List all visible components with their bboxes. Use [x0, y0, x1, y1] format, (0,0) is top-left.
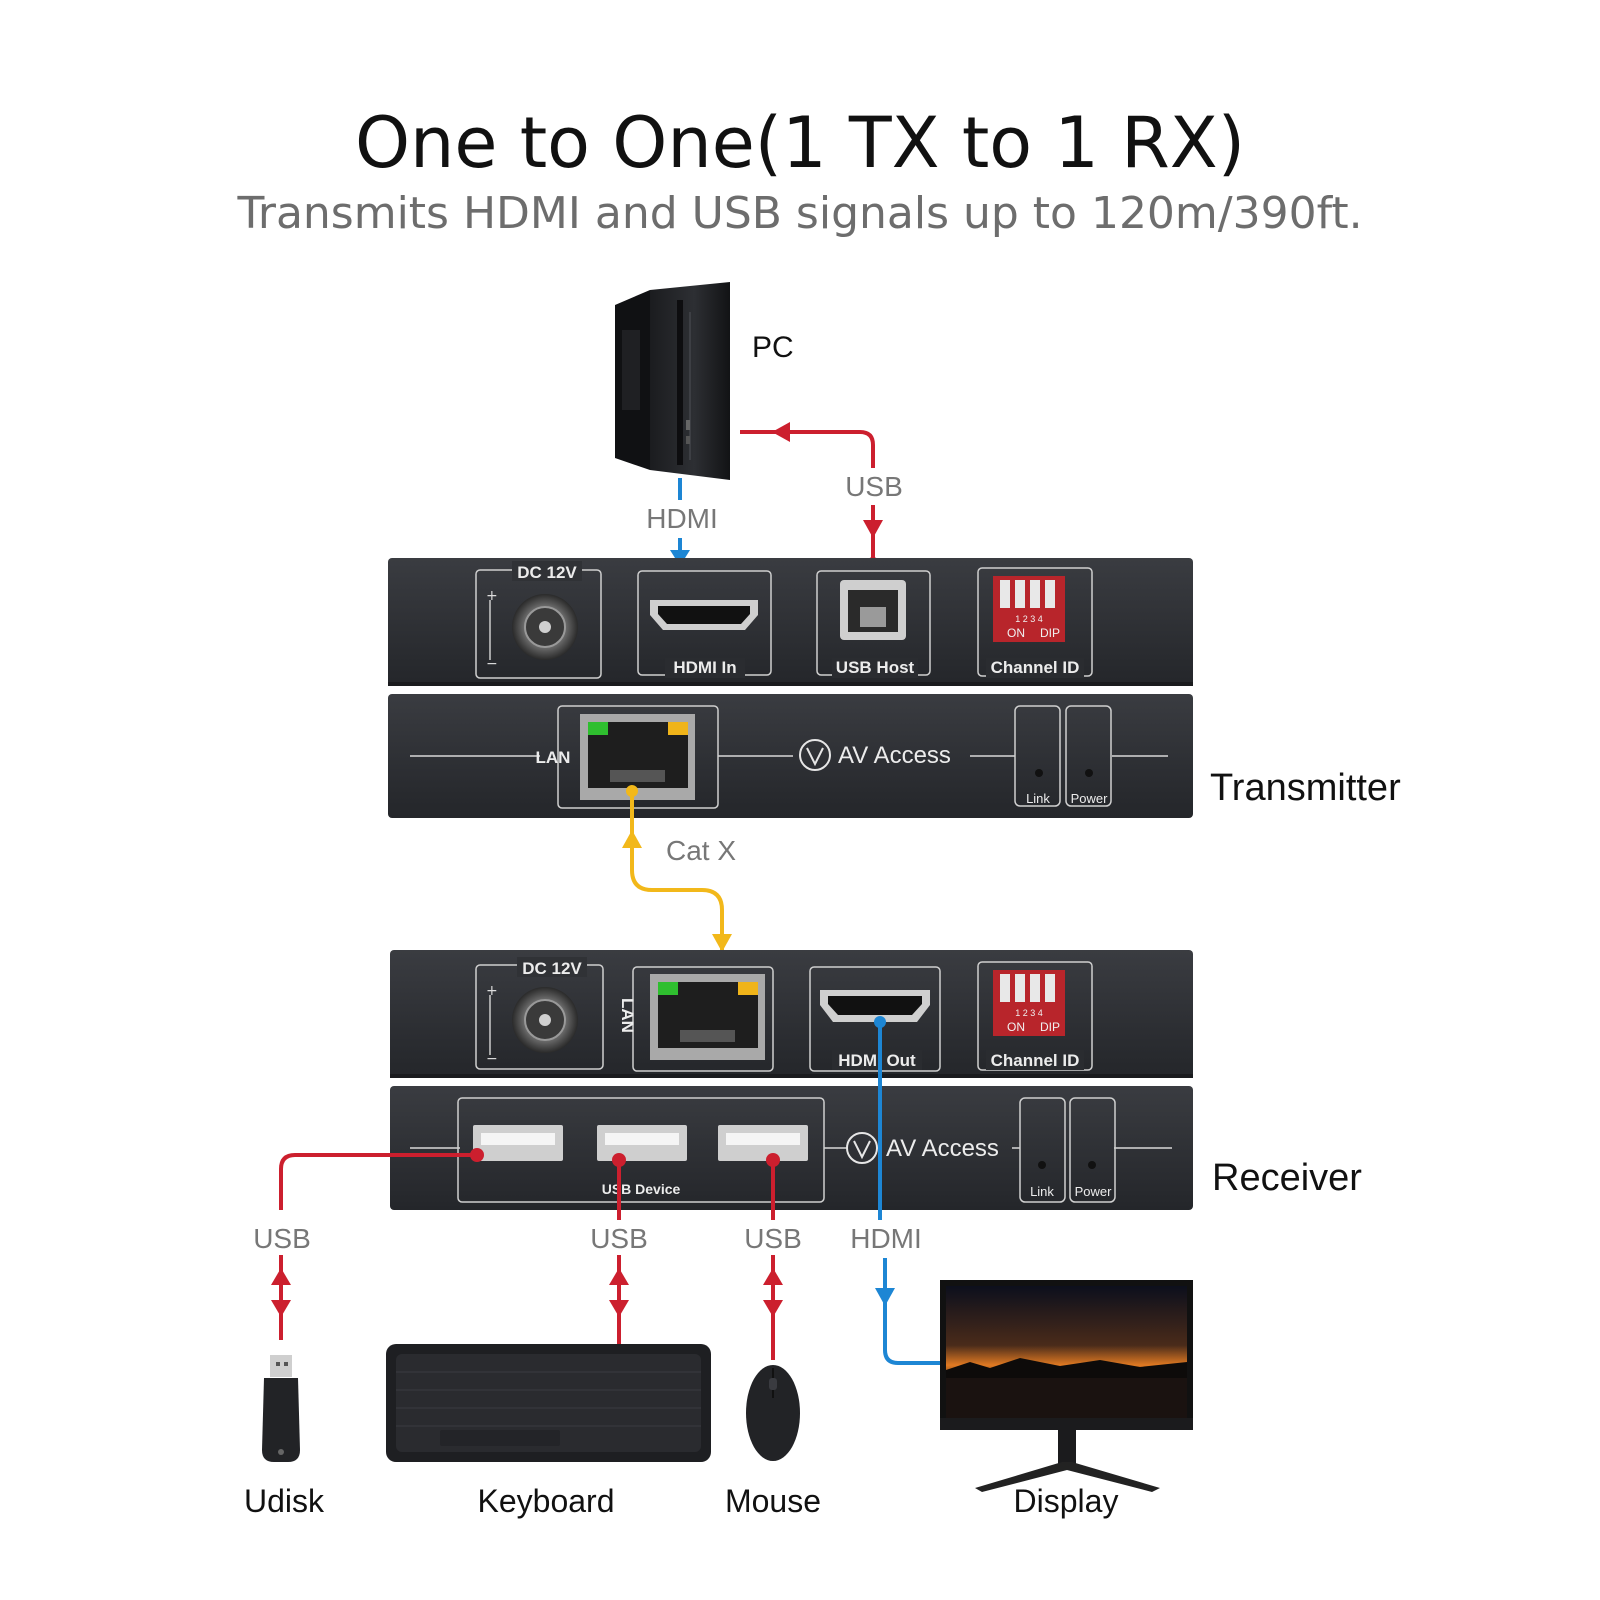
udisk-label: Udisk — [244, 1483, 325, 1519]
tx-brand: AV Access — [838, 742, 951, 769]
udisk-device — [262, 1355, 300, 1462]
tx-lan-port — [557, 705, 719, 809]
display-label: Display — [1014, 1483, 1119, 1519]
page-title: One to One(1 TX to 1 RX) — [354, 102, 1246, 184]
rx-lan-label: LAN — [618, 998, 637, 1033]
tx-usb-host-label: USB Host — [836, 658, 915, 677]
pc-hdmi-label: HDMI — [646, 503, 718, 534]
svg-text:−: − — [486, 656, 498, 672]
rx-brand: AV Access — [886, 1135, 999, 1162]
udisk-usb-cable — [271, 1148, 484, 1340]
keyboard-usb-label: USB — [590, 1223, 648, 1254]
display-hdmi-label: HDMI — [850, 1223, 922, 1254]
rx-hdmi-out-label: HDMI Out — [838, 1051, 916, 1070]
display-hdmi-cable — [874, 1016, 945, 1365]
tx-channel-id-label: Channel ID — [991, 658, 1080, 677]
rx-link-label: Link — [1030, 1184, 1054, 1199]
rx-usb-device-ports — [457, 1097, 825, 1203]
svg-text:−: − — [486, 1051, 498, 1067]
mouse-label: Mouse — [725, 1483, 821, 1519]
rx-dc-label: DC 12V — [522, 959, 582, 978]
tx-link-label: Link — [1026, 791, 1050, 806]
tx-dip-numbers: 1 2 3 4 — [1015, 614, 1043, 624]
rx-dc-port: + − — [475, 964, 604, 1070]
svg-text:+: + — [486, 983, 498, 999]
tx-dc-port: + − — [475, 569, 602, 679]
rx-dip-switch — [977, 961, 1093, 1071]
tx-led-indicators — [1014, 705, 1112, 807]
rx-channel-id-label: Channel ID — [991, 1051, 1080, 1070]
udisk-usb-label: USB — [253, 1223, 311, 1254]
mouse-usb-cable — [763, 1153, 783, 1360]
rx-led-indicators — [1019, 1097, 1116, 1203]
transmitter-label: Transmitter — [1210, 767, 1401, 809]
receiver-label: Receiver — [1212, 1157, 1362, 1199]
display-device — [940, 1280, 1193, 1492]
rx-power-label: Power — [1075, 1184, 1113, 1199]
svg-text:+: + — [486, 588, 498, 604]
pc-usb-label: USB — [845, 471, 903, 502]
rx-dip-label: DIP — [1040, 1020, 1060, 1034]
rx-dip-on: ON — [1007, 1020, 1025, 1034]
rx-usb-device-label: USB Device — [602, 1181, 681, 1197]
tx-dip-on: ON — [1007, 626, 1025, 640]
tx-brand-logo — [799, 739, 831, 771]
rx-dip-numbers: 1 2 3 4 — [1015, 1008, 1043, 1018]
rx-brand-logo — [846, 1132, 878, 1164]
rx-hdmi-out-port — [809, 966, 941, 1072]
tx-usb-host-port — [816, 570, 931, 676]
pc-device — [615, 282, 730, 480]
rx-lan-port — [632, 966, 774, 1072]
mouse-usb-label: USB — [744, 1223, 802, 1254]
transmitter-top-panel — [388, 558, 1193, 686]
receiver-top-panel — [390, 950, 1193, 1078]
page-subtitle: Transmits HDMI and USB signals up to 120… — [237, 188, 1363, 239]
tx-dc-label: DC 12V — [517, 563, 577, 582]
keyboard-device — [386, 1344, 711, 1462]
tx-lan-label: LAN — [536, 748, 571, 767]
keyboard-label: Keyboard — [478, 1483, 615, 1519]
tx-dip-label: DIP — [1040, 626, 1060, 640]
mouse-device — [746, 1365, 800, 1461]
pc-label: PC — [752, 331, 794, 364]
catx-label: Cat X — [666, 835, 736, 866]
tx-hdmi-in-port — [637, 570, 772, 676]
tx-power-label: Power — [1071, 791, 1109, 806]
tx-hdmi-in-label: HDMI In — [673, 658, 736, 677]
keyboard-usb-cable — [609, 1153, 629, 1345]
